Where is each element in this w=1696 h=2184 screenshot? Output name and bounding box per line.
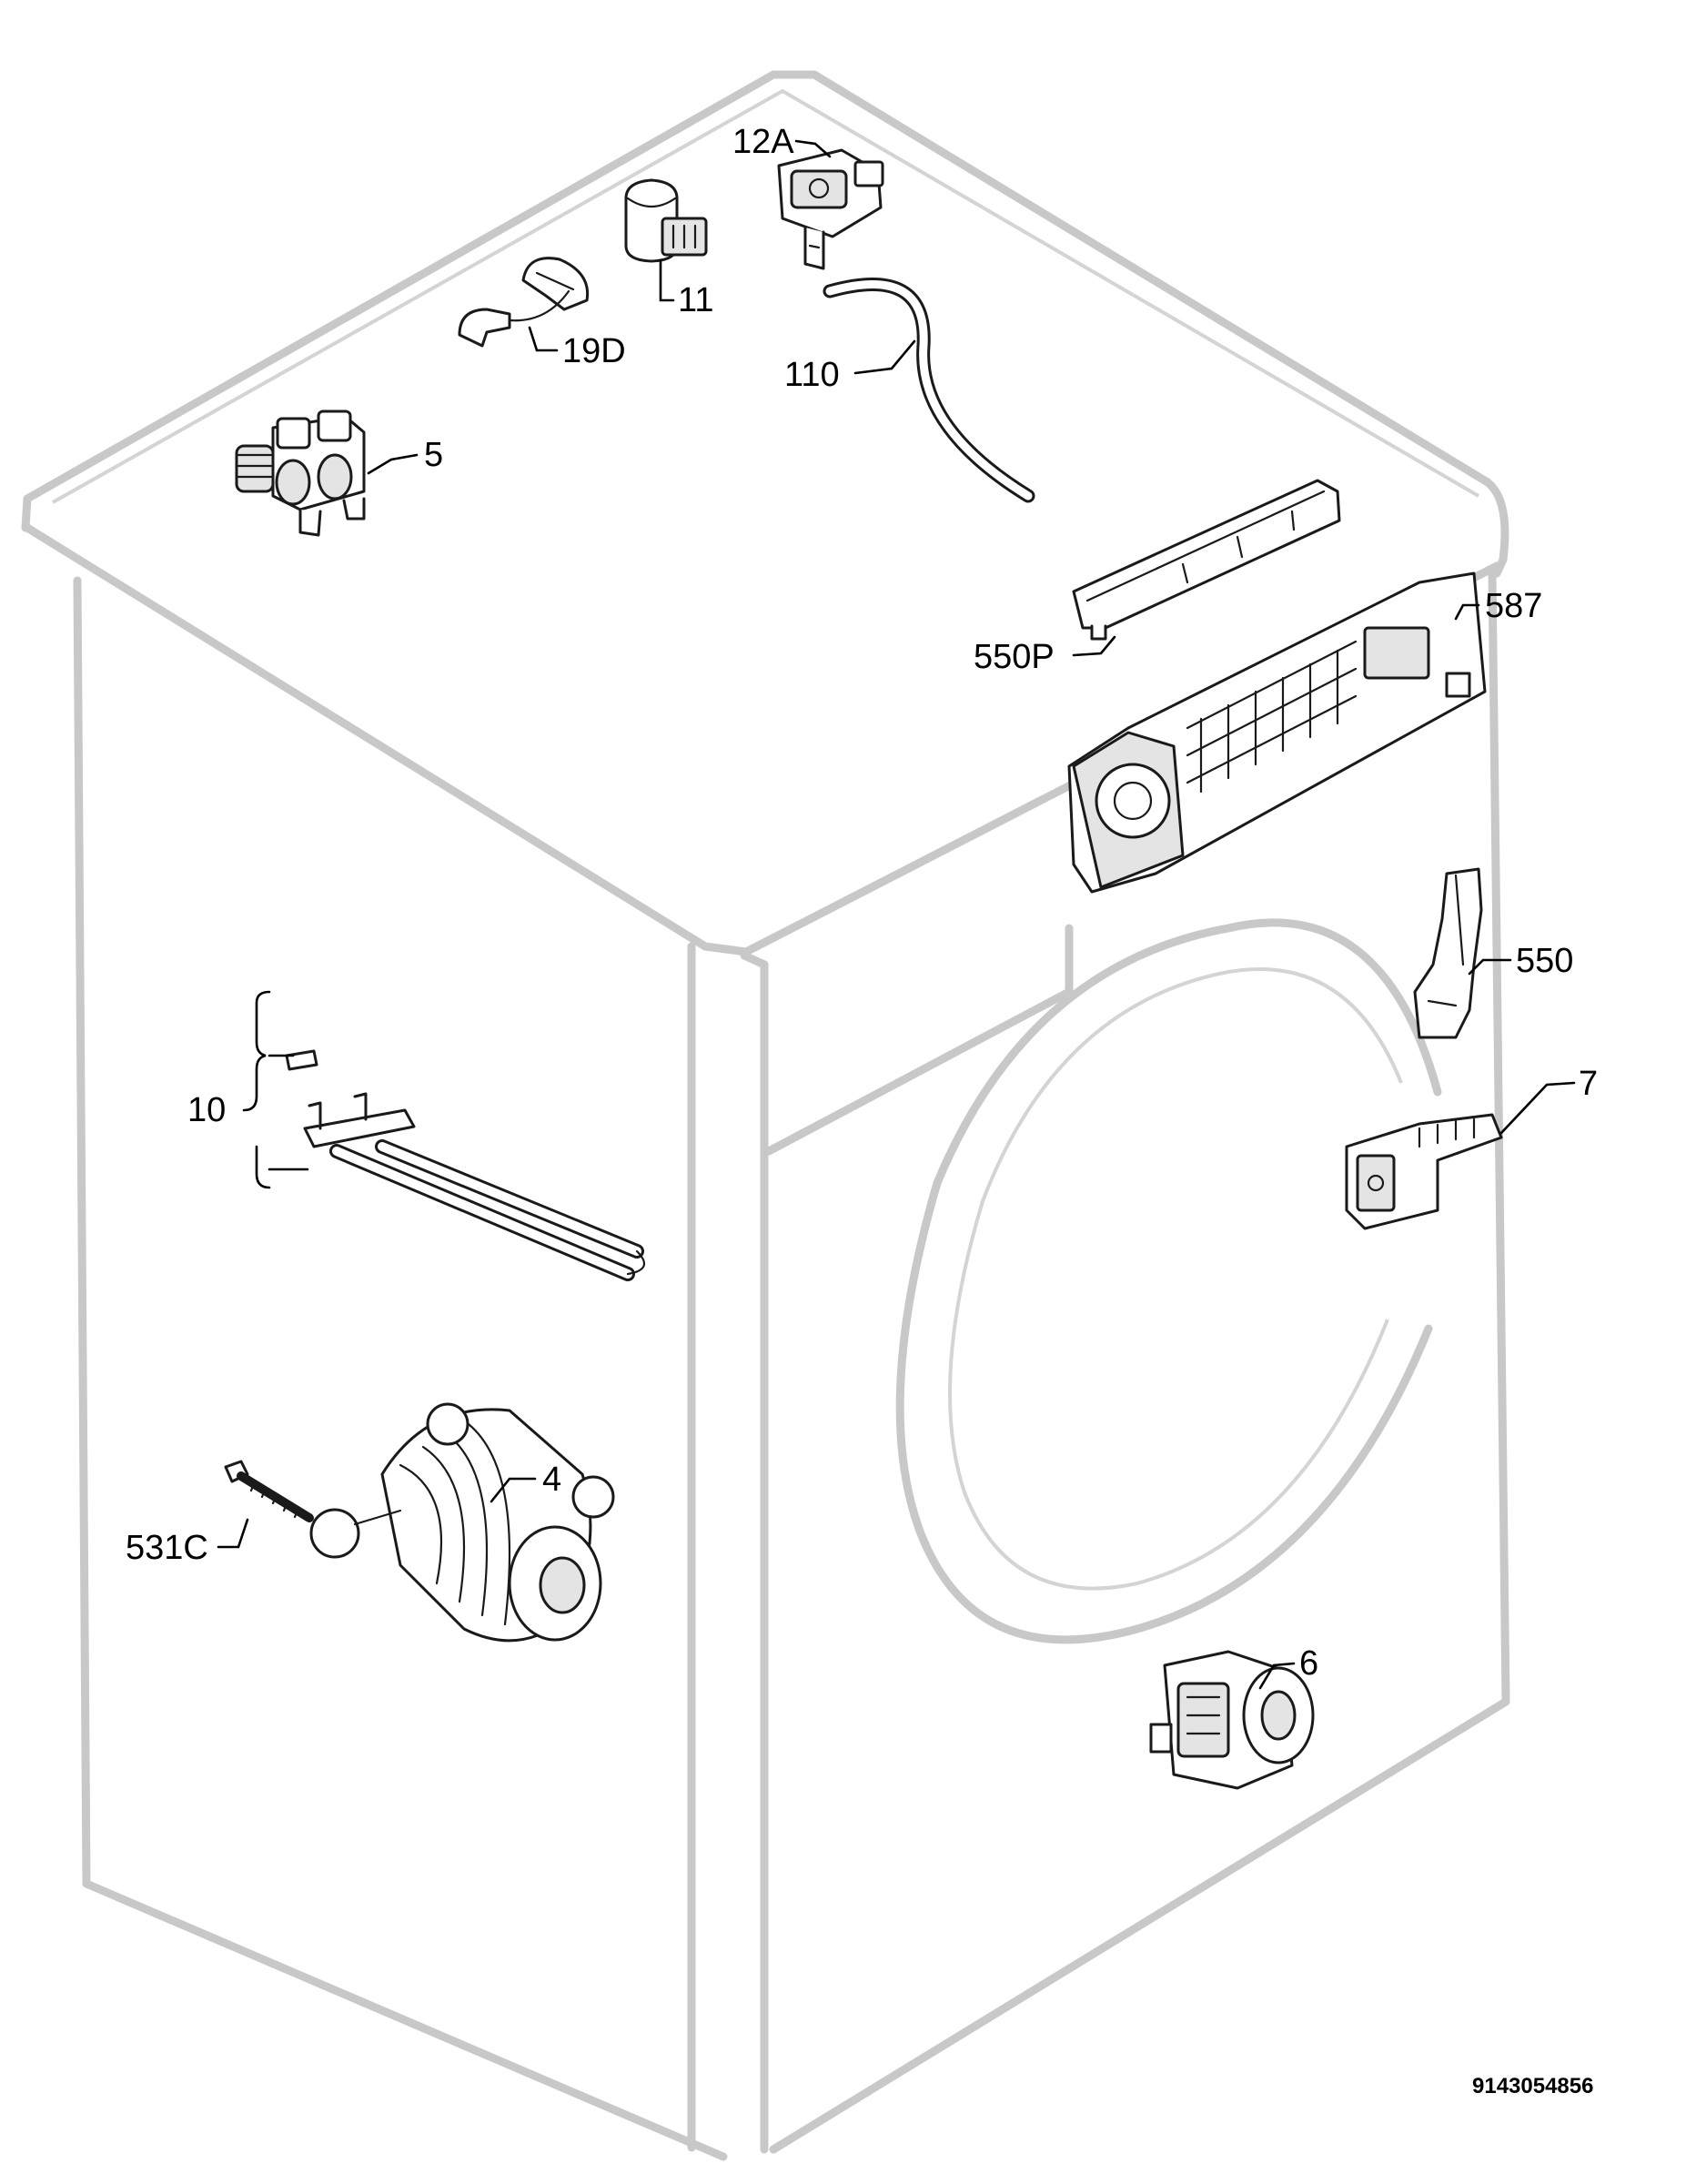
- callout-531c: 531C: [126, 1529, 208, 1567]
- callout-12a: 12A: [732, 123, 794, 161]
- callout-labels: 12A 11 19D 110 5 550P 587 550 7 10 4 531…: [126, 123, 1598, 1683]
- callout-550: 550: [1516, 942, 1573, 980]
- callout-11: 11: [678, 281, 713, 319]
- cabinet-outline: [21, 70, 1510, 2161]
- callout-7: 7: [1579, 1065, 1598, 1103]
- motor-part-4: [309, 1402, 615, 1643]
- callout-550p: 550P: [974, 638, 1055, 676]
- door-lock-part-7: [1345, 1113, 1503, 1230]
- callout-19d: 19D: [562, 332, 626, 370]
- callout-5: 5: [424, 436, 443, 474]
- callout-587: 587: [1485, 587, 1542, 625]
- leader-lines: [217, 139, 1576, 1690]
- callout-10: 10: [187, 1091, 226, 1129]
- callout-110: 110: [784, 356, 840, 394]
- panel-cover-part-550p: [1072, 479, 1341, 641]
- callout-6: 6: [1299, 1644, 1318, 1683]
- heating-element-part-10: [285, 1049, 646, 1281]
- screw-part-531c: [224, 1460, 314, 1522]
- document-number: 9143054856: [1472, 2074, 1593, 2098]
- drain-pump-part-6: [1149, 1650, 1315, 1790]
- inlet-valve-part-5: [235, 410, 366, 537]
- control-board-part-587: [1067, 571, 1487, 894]
- hose-part-110: [823, 278, 1035, 503]
- callout-4: 4: [542, 1461, 561, 1499]
- pressure-switch-part-12a: [777, 148, 884, 270]
- sensor-part-19d: [458, 257, 590, 348]
- capacitor-part-11: [624, 178, 708, 263]
- door-handle-part-550: [1413, 867, 1483, 1039]
